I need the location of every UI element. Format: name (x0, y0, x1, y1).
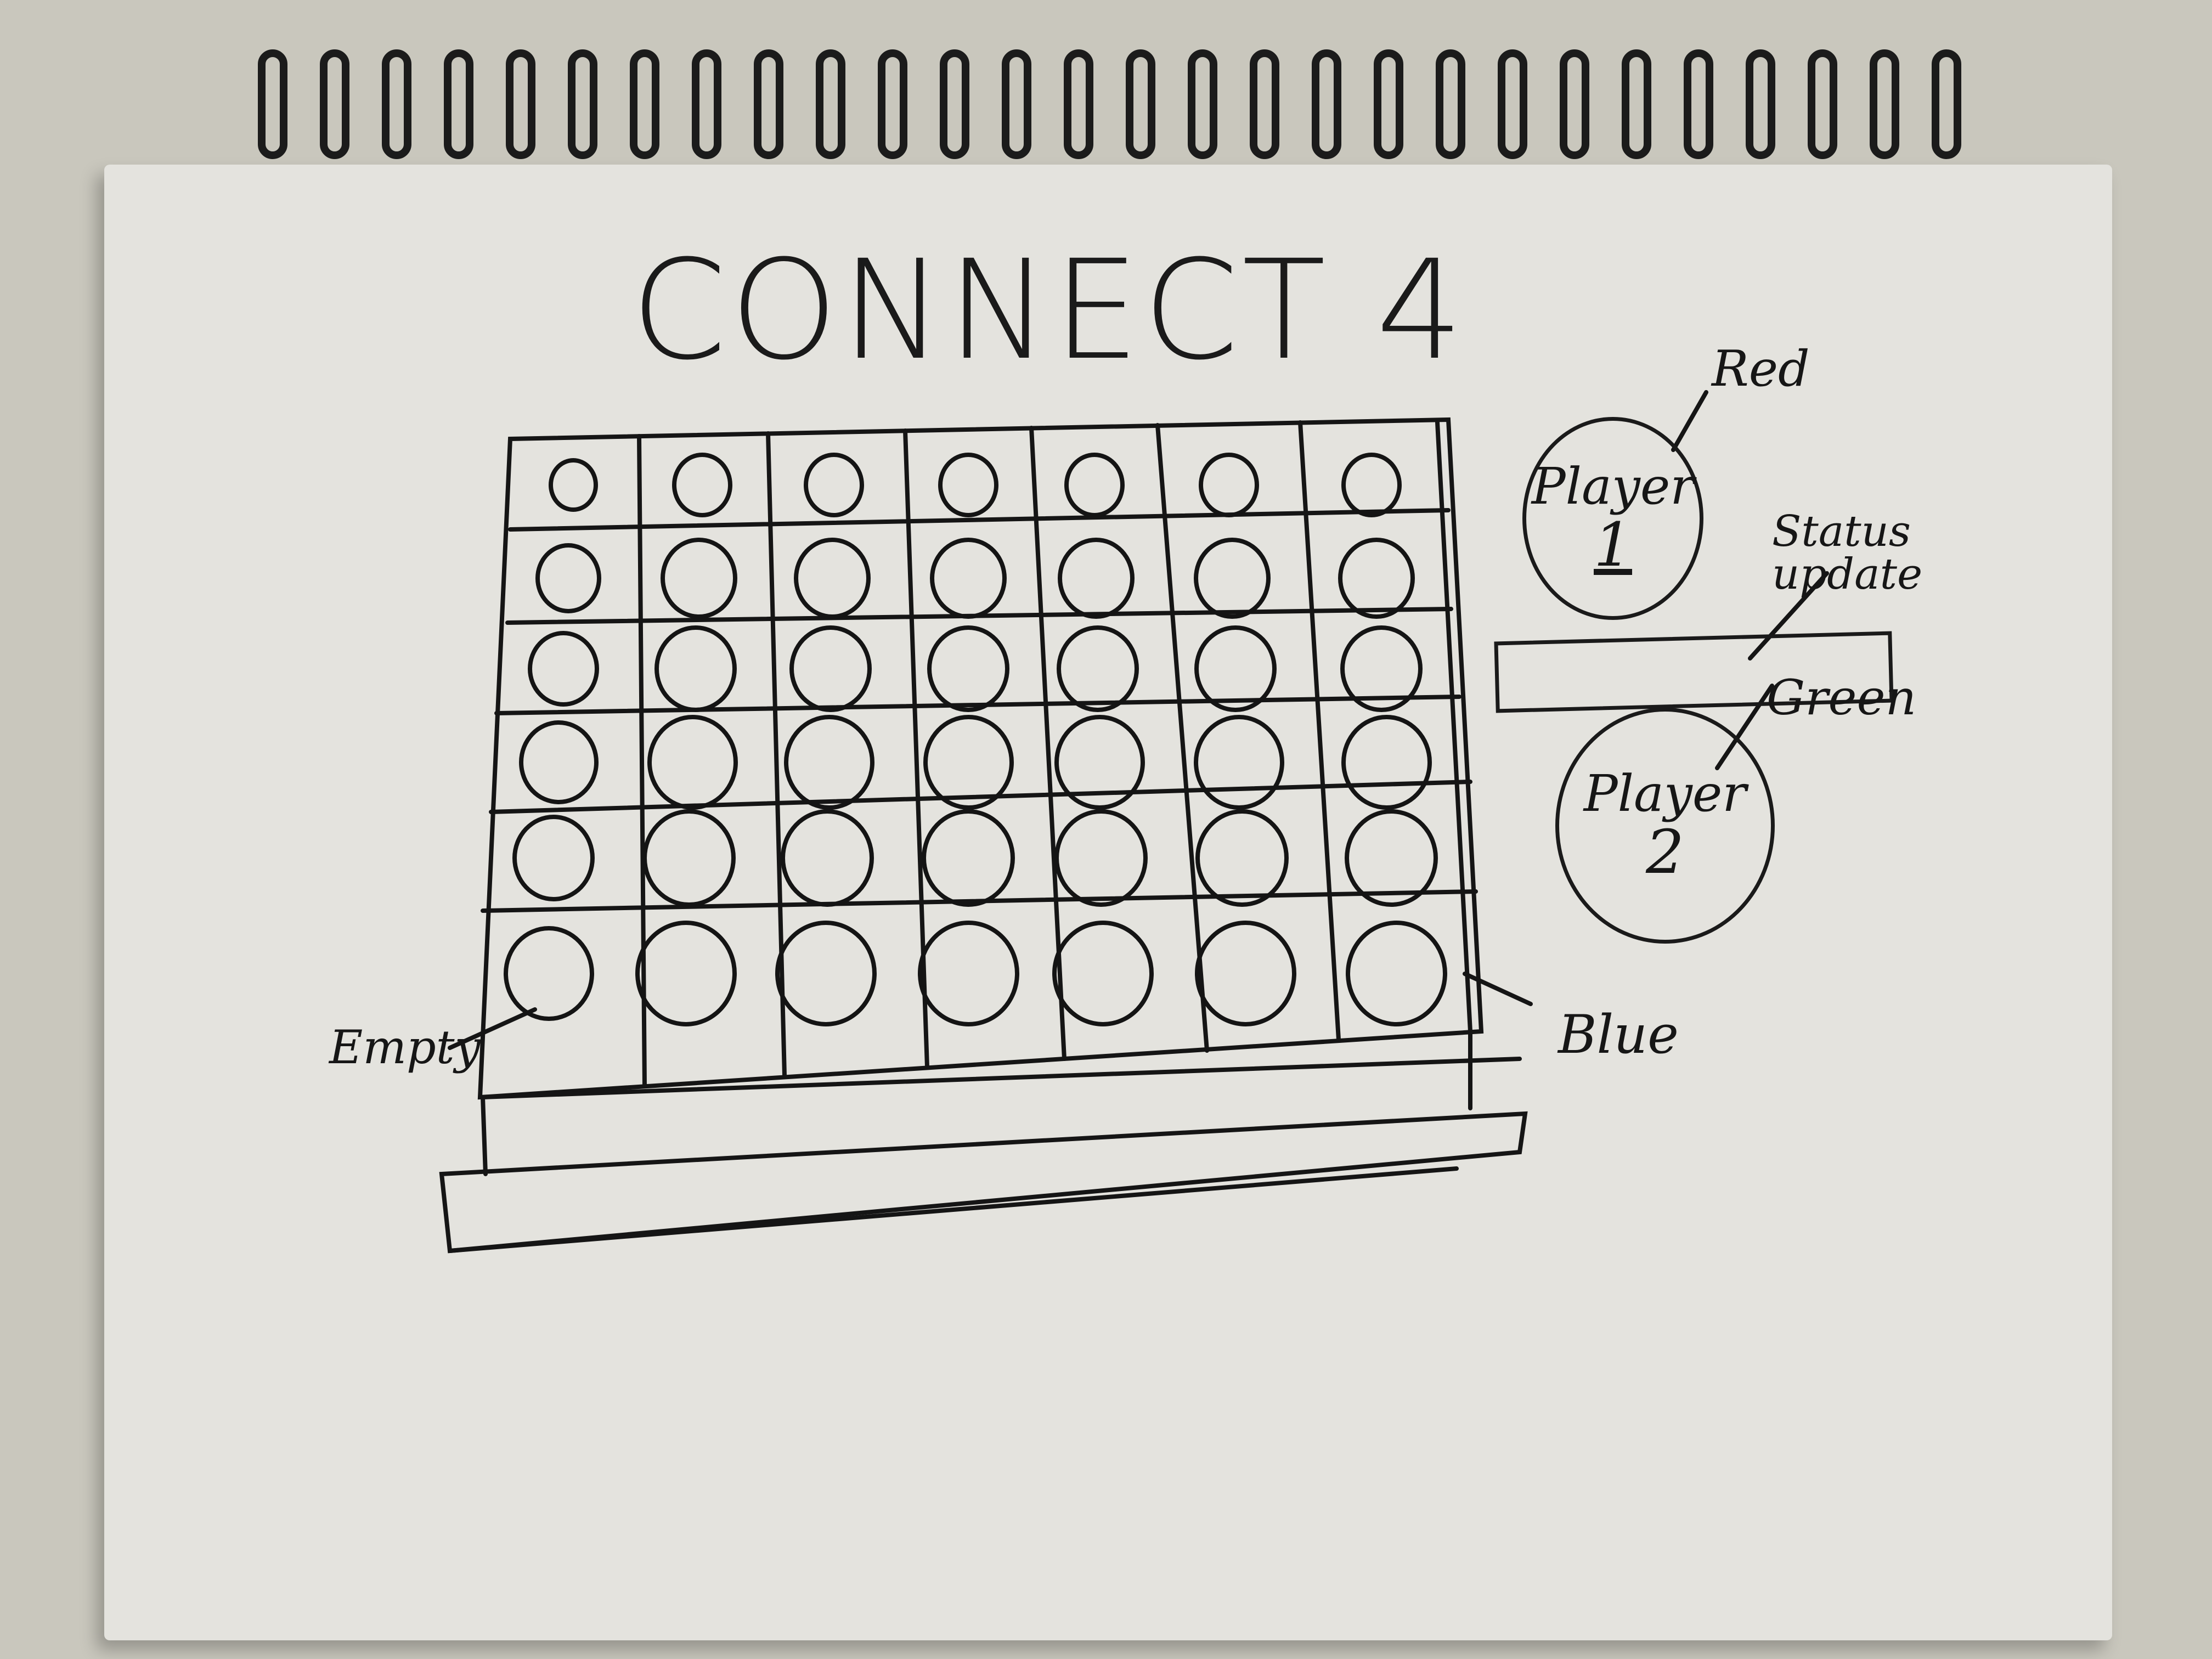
board-stand (439, 1111, 1528, 1254)
board-slot (1341, 453, 1402, 517)
spiral-ring (1312, 49, 1341, 159)
status-arrow (1748, 571, 1829, 661)
player-1-circle: Player 1 (1522, 417, 1703, 620)
board-slot (930, 538, 1007, 619)
game-title: CONNECT 4 (631, 230, 1467, 390)
board-slot (783, 714, 874, 810)
spiral-ring (1498, 49, 1527, 159)
column-divider (1155, 423, 1209, 1053)
board-outline (477, 417, 1484, 1100)
annotation-status-update: Status update (1772, 507, 1923, 599)
board-slot (781, 809, 874, 907)
spiral-ring (1002, 49, 1031, 159)
spiral-ring (1746, 49, 1775, 159)
board-stand-edge (448, 1166, 1459, 1253)
board-slot (1054, 809, 1148, 907)
spiral-ring (506, 49, 535, 159)
board-slot (938, 453, 998, 517)
spiral-ring (320, 49, 349, 159)
spiral-ring (878, 49, 907, 159)
board-slot (1338, 538, 1415, 619)
spiral-ring (1808, 49, 1837, 159)
spiral-binding (258, 49, 1970, 181)
board-slot (923, 714, 1014, 810)
board-slot (635, 920, 737, 1026)
spiral-ring (1870, 49, 1899, 159)
board-slot (1340, 625, 1423, 712)
spiral-ring (1250, 49, 1279, 159)
annotation-green: Green (1767, 669, 1917, 726)
column-divider (1298, 420, 1341, 1042)
board-slot (1199, 453, 1259, 517)
board-slot (1194, 538, 1271, 619)
board-slot (1341, 714, 1432, 810)
player-1-number: 1 (1594, 509, 1632, 580)
spiral-ring (444, 49, 473, 159)
annotation-red: Red (1712, 340, 1810, 398)
red-arrow (1671, 390, 1708, 452)
board-slot (922, 809, 1015, 907)
board-slot (917, 920, 1019, 1026)
board-slot (1193, 714, 1284, 810)
player-1-label: Player (1531, 456, 1695, 516)
spiral-ring (1188, 49, 1217, 159)
spiral-ring (1932, 49, 1961, 159)
board-slot (1195, 809, 1289, 907)
blue-arrow (1463, 972, 1533, 1006)
spiral-ring (258, 49, 287, 159)
board-slot (1058, 538, 1135, 619)
board-slot (647, 714, 738, 810)
empty-arrow (448, 1007, 537, 1050)
spiral-ring (940, 49, 969, 159)
player-2-circle: Player 2 (1555, 708, 1775, 944)
row-divider (508, 508, 1451, 532)
board-slot (804, 453, 864, 517)
board-slot (642, 809, 736, 907)
board-slot (549, 458, 598, 512)
column-divider (1435, 420, 1472, 1034)
board-slot (1194, 625, 1277, 712)
spiral-ring (1622, 49, 1651, 159)
board-slot (1052, 920, 1154, 1026)
board-base-line (481, 1057, 1522, 1099)
player-2-number: 2 (1646, 816, 1684, 887)
board-slot (672, 453, 732, 517)
board-slot (661, 538, 737, 619)
board-slot (535, 543, 601, 613)
board-slot (528, 631, 599, 707)
spiral-ring (568, 49, 597, 159)
spiral-ring (1560, 49, 1589, 159)
board-slot (1345, 809, 1438, 907)
board-slot (1064, 453, 1125, 517)
spiral-ring (1064, 49, 1093, 159)
board-slot (1345, 920, 1447, 1026)
board-slot (789, 625, 872, 712)
annotation-empty: Empty (329, 1020, 481, 1074)
board-slot (927, 625, 1009, 712)
spiral-ring (692, 49, 721, 159)
board-slot (1057, 625, 1139, 712)
board-slot (794, 538, 871, 619)
annotation-blue: Blue (1558, 1004, 1679, 1065)
spiral-ring (754, 49, 783, 159)
board-slot (775, 920, 877, 1026)
board-slot (518, 720, 599, 804)
board-slot (654, 625, 737, 712)
board-slot (1194, 920, 1296, 1026)
board-slot (1054, 714, 1145, 810)
spiral-ring (1374, 49, 1403, 159)
board-slot (503, 926, 594, 1021)
board-slot (512, 815, 595, 901)
board-leg (481, 1095, 488, 1176)
player-2-label: Player (1583, 764, 1747, 823)
